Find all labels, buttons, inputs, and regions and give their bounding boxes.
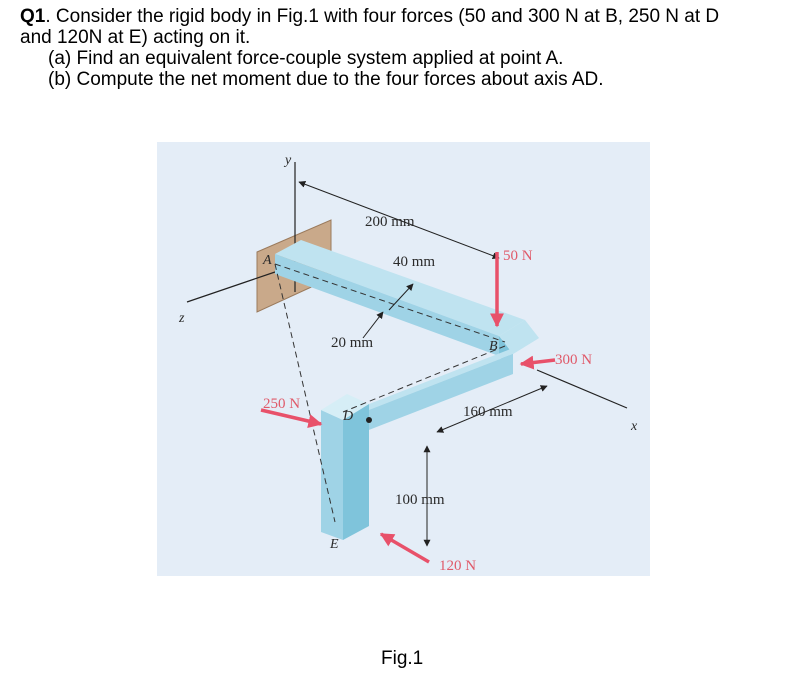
force-300-arrow [519, 355, 556, 370]
question-part-b: (b) Compute the net moment due to the fo… [48, 69, 604, 90]
dim-200-line [298, 180, 500, 260]
dim-160-line [436, 385, 548, 433]
leg-de-top [321, 394, 369, 420]
force-label-50: 50 N [503, 248, 533, 264]
dim-label-200: 200 mm [365, 214, 415, 230]
dim-40-line [388, 283, 414, 311]
force-label-300: 300 N [555, 352, 592, 368]
dim-label-100: 100 mm [395, 492, 445, 508]
arm-bd-front [343, 354, 513, 440]
question-line-2: and 120N at E) acting on it. [20, 27, 251, 48]
leg-de-side [343, 404, 369, 540]
axis-label-x: x [630, 419, 638, 434]
dashed-ad [274, 263, 336, 523]
point-label-b: B [489, 339, 498, 354]
question-part-a: (a) Find an equivalent force-couple syst… [48, 48, 564, 69]
rigid-body-diagram: y z x A B D E 200 mm 40 mm 20 mm 160 mm … [178, 153, 638, 574]
force-250-arrow [260, 408, 323, 428]
axis-label-z: z [178, 311, 185, 326]
force-label-120: 120 N [439, 558, 476, 574]
point-d-dot [366, 417, 372, 423]
dashed-bd [342, 345, 506, 413]
block-b-top [499, 320, 539, 354]
arm-bd-top [343, 338, 539, 420]
leg-de-front [321, 410, 343, 540]
axis-label-y: y [283, 153, 292, 168]
dim-label-20: 20 mm [331, 335, 373, 351]
dim-label-160: 160 mm [463, 404, 513, 420]
question-text-1: . Consider the rigid body in Fig.1 with … [45, 6, 720, 27]
figure-panel: y z x A B D E 200 mm 40 mm 20 mm 160 mm … [157, 142, 650, 576]
question-block: Q1. Consider the rigid body in Fig.1 wit… [20, 6, 800, 90]
dashed-ab [274, 263, 506, 343]
question-label: Q1 [20, 6, 46, 27]
dim-20-line [362, 311, 384, 339]
z-axis-line [186, 271, 276, 303]
force-label-250: 250 N [263, 396, 300, 412]
figure-caption: Fig.1 [381, 648, 424, 669]
x-axis-line [536, 369, 628, 409]
point-label-d: D [342, 409, 353, 424]
point-label-a: A [262, 253, 272, 268]
question-line-1: Q1. Consider the rigid body in Fig.1 wit… [20, 6, 800, 27]
dim-label-40: 40 mm [393, 254, 435, 270]
arm-ab-front [275, 254, 499, 356]
point-label-e: E [329, 537, 339, 552]
force-120-arrow [379, 532, 430, 564]
arm-ab-top [275, 240, 525, 336]
